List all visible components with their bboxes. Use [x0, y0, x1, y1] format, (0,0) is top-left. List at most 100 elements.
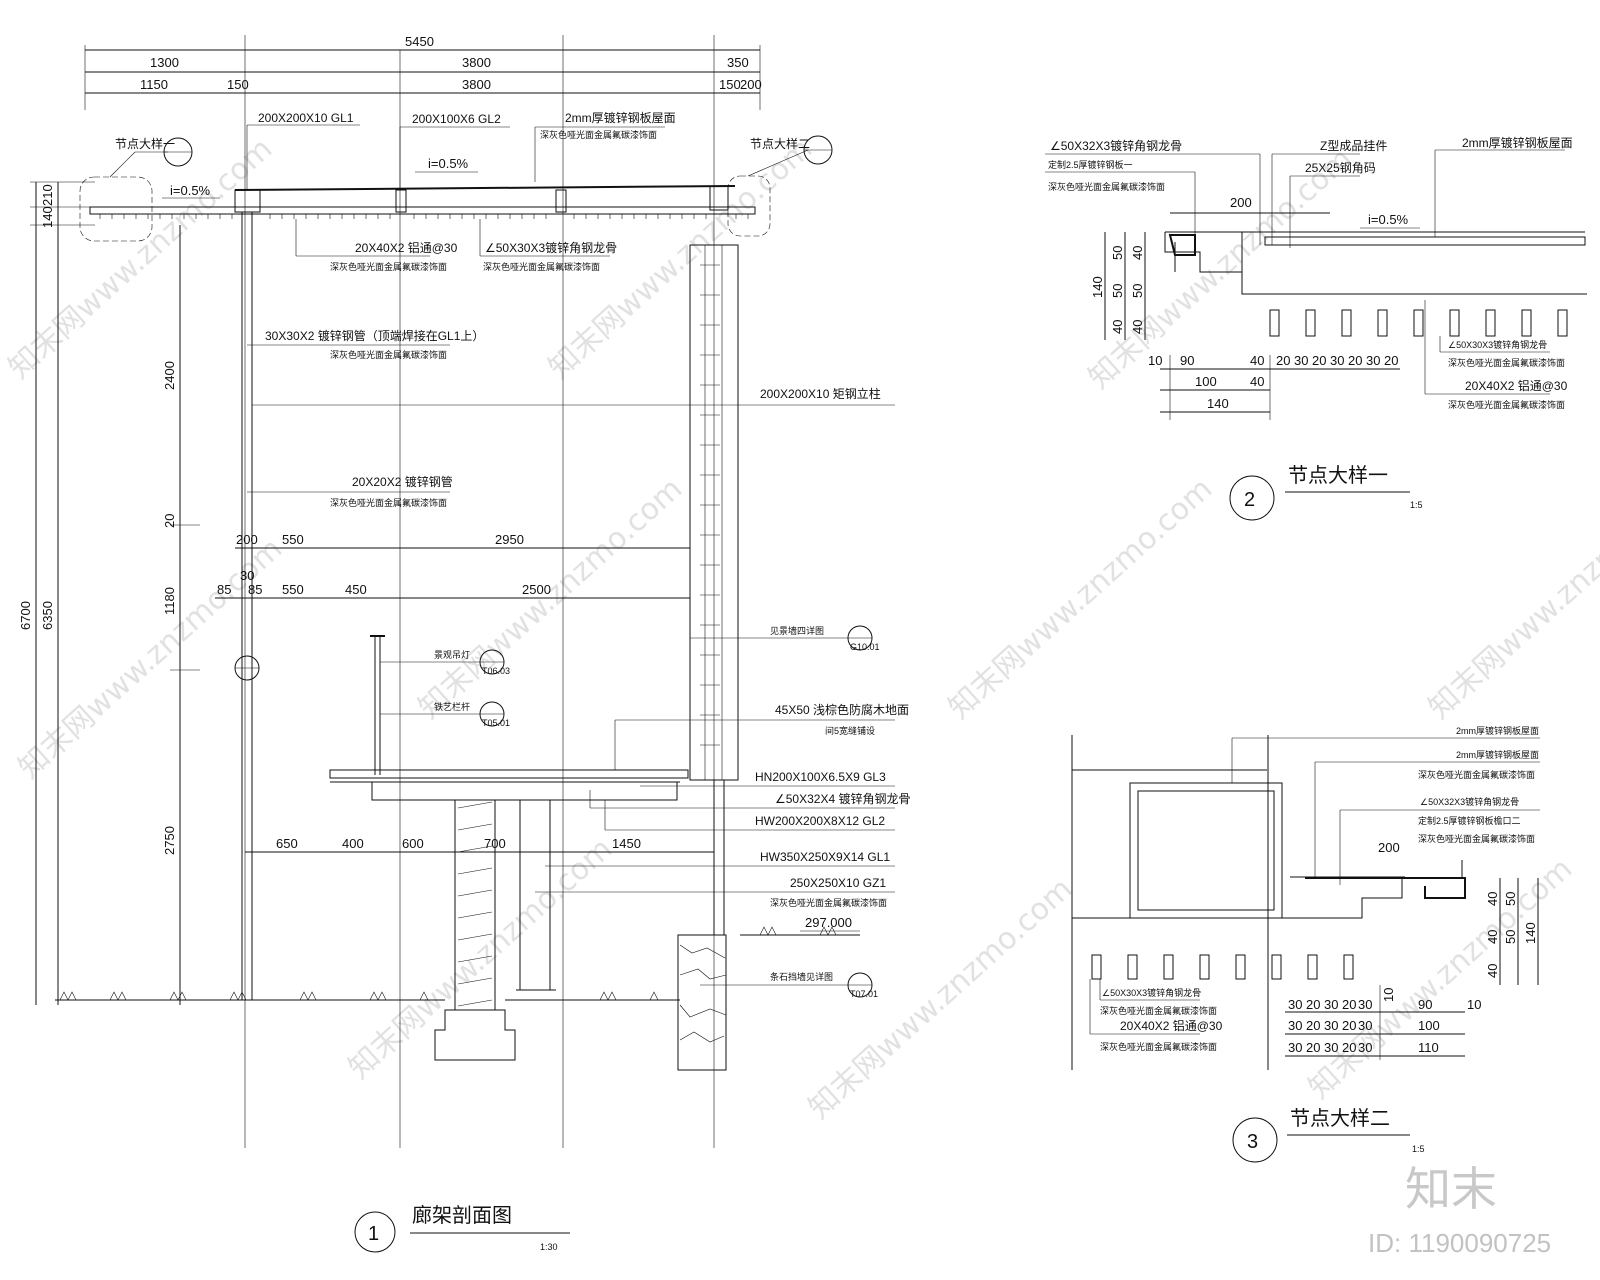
d3-note-angle-b: ∠50X30X3镀锌角钢龙骨 [1102, 987, 1201, 998]
d2-dim-b-10: 10 [1148, 353, 1162, 368]
note-wood: 45X50 浅棕色防腐木地面 [775, 702, 909, 717]
d3-note-finish-c: 深灰色哑光面金属氟碳漆饰面 [1100, 1041, 1217, 1052]
note-wall-ref: 见景墙四详图 [770, 625, 824, 636]
d3-b1-3: 20 [1342, 997, 1356, 1012]
d2-dim-left-5: 40 [1130, 320, 1145, 334]
d3-dim-200: 200 [1378, 840, 1400, 855]
note-roof-sub: 深灰色哑光面金属氟碳漆饰面 [540, 129, 657, 140]
watermark: 知末网www.znzmo.com [342, 831, 619, 1086]
dim-left-210: 210 [40, 184, 55, 206]
d3-b3-4: 30 [1358, 1040, 1372, 1055]
roof-structure: 节点大样一 节点大样二 i=0.5% i=0.5% [79, 135, 833, 242]
d3-b1-2: 30 [1324, 997, 1338, 1012]
d3-dim-r-1: 50 [1503, 892, 1518, 906]
detail-3-title: 节点大样二 [1290, 1107, 1390, 1130]
d2-note-finish-b2: 深灰色哑光面金属氟碳漆饰面 [1448, 399, 1565, 410]
note-stone-code: T07.01 [850, 989, 878, 999]
d3-b1-7: 10 [1467, 997, 1481, 1012]
dim-left-1180: 1180 [162, 587, 177, 615]
d3-b2-5: 100 [1418, 1018, 1440, 1033]
d2-dim-b-20c: 20 [1348, 353, 1362, 368]
note-lamp-code: T06.03 [482, 666, 510, 676]
note-purlin: 20X40X2 铝通@30 [355, 240, 458, 255]
d2-dim-left-1: 40 [1130, 246, 1145, 260]
note-roof: 2mm厚镀锌钢板屋面 [565, 111, 676, 125]
d2-note-finish-b1: 深灰色哑光面金属氟碳漆饰面 [1448, 357, 1565, 368]
dim-inner-550b: 550 [282, 582, 304, 597]
d3-b1-1: 20 [1306, 997, 1320, 1012]
d3-dim-r-0: 40 [1485, 892, 1500, 906]
dim-inner-600: 600 [402, 836, 424, 851]
d2-dim-200: 200 [1230, 195, 1252, 210]
watermark: 知末网www.znzmo.com [2, 131, 279, 386]
dim-top-1150: 1150 [140, 77, 168, 92]
note-column: 200X200X10 矩钢立柱 [760, 386, 881, 401]
note-lamp: 景观吊灯 [434, 650, 470, 660]
dim-inner-200: 200 [236, 532, 258, 547]
d3-note-flash: 定制2.5厚镀锌钢板檐口二 [1418, 815, 1521, 826]
note-angle2: ∠50X32X4 镀锌角钢龙骨 [775, 792, 910, 806]
d2-dim-left-4: 40 [1110, 320, 1125, 334]
d2-dim-left-6: 140 [1090, 276, 1105, 298]
dim-inner-30: 30 [240, 568, 254, 583]
d3-note-finish-b: 深灰色哑光面金属氟碳漆饰面 [1100, 1005, 1217, 1016]
dim-inner-85a: 85 [217, 582, 231, 597]
d3-dim-r-2: 40 [1485, 930, 1500, 944]
note-rail-code: T05.01 [482, 718, 510, 728]
d2-dim-b-30b: 30 [1330, 353, 1344, 368]
d3-b2-0: 30 [1288, 1018, 1302, 1033]
dim-top-350: 350 [727, 55, 749, 70]
d3-b1-6: 90 [1418, 997, 1432, 1012]
d2-dim-b-30c: 30 [1366, 353, 1380, 368]
d3-dim-r-4: 40 [1485, 964, 1500, 978]
d3-b3-3: 20 [1342, 1040, 1356, 1055]
note-hw-gl2: HW200X200X8X12 GL2 [755, 814, 885, 828]
section-1-callouts: 200X200X10 GL1 200X100X6 GL2 2mm厚镀锌钢板屋面 … [246, 111, 910, 999]
stone-wall [677, 244, 739, 1071]
section-1-frame: 5450 1300 3800 350 1150 150 3800 150 200… [18, 34, 762, 1148]
d3-b3-2: 30 [1324, 1040, 1338, 1055]
brand-block: 知末 ID: 1190090725 [1368, 1162, 1551, 1258]
section-1-title: 廊架剖面图 [412, 1204, 512, 1227]
watermark: 知末网www.znzmo.com [802, 871, 1079, 1126]
detail-2: 50 40 50 50 40 40 140 10 90 40 20 30 20 … [1045, 136, 1587, 521]
d2-note-angle-b: ∠50X30X3镀锌角钢龙骨 [1448, 339, 1547, 350]
d2-note-sq: 25X25钢角码 [1305, 161, 1376, 175]
note-tube20: 20X20X2 镀锌钢管 [352, 474, 453, 489]
dim-left-2400: 2400 [162, 361, 177, 390]
dim-left-20: 20 [162, 514, 177, 528]
d3-note-finish: 深灰色哑光面金属氟碳漆饰面 [1418, 769, 1535, 780]
detail-3: 40 50 40 50 40 140 200 30 20 30 20 30 10… [1071, 725, 1540, 1163]
note-tube30: 30X30X2 镀锌钢管（顶端焊接在GL1上） [265, 328, 484, 343]
d2-slope: i=0.5% [1368, 212, 1409, 227]
note-elev: 297.000 [805, 915, 852, 930]
d2-dim-b-90: 90 [1180, 353, 1194, 368]
d2-note-purlin: 20X40X2 铝通@30 [1465, 378, 1568, 393]
d3-b3-0: 30 [1288, 1040, 1302, 1055]
d3-b1-5: 10 [1381, 988, 1396, 1002]
d2-dim-b3-140: 140 [1207, 396, 1229, 411]
note-gl2: 200X100X6 GL2 [412, 112, 501, 126]
dim-top-3800b: 3800 [462, 77, 491, 92]
d3-note-angle: ∠50X32X3镀锌角钢龙骨 [1420, 796, 1519, 807]
dim-inner-400: 400 [342, 836, 364, 851]
watermark: 知末网www.znzmo.com [1422, 471, 1600, 726]
dim-left-6350: 6350 [40, 601, 55, 630]
detail-2-scale: 1:5 [1410, 500, 1423, 510]
d2-dim-b2-100: 100 [1195, 374, 1217, 389]
d3-b3-5: 110 [1418, 1040, 1439, 1055]
d2-dim-left-3: 50 [1130, 284, 1145, 298]
d2-dim-left-0: 50 [1110, 246, 1125, 260]
section-1-number: 1 [368, 1223, 379, 1245]
d2-dim-b-20d: 20 [1384, 353, 1398, 368]
note-rail: 铁艺栏杆 [434, 701, 470, 712]
d3-dim-r-3: 50 [1503, 930, 1518, 944]
dim-inner-650: 650 [276, 836, 298, 851]
d3-b2-1: 20 [1306, 1018, 1320, 1033]
d2-dim-b-20a: 20 [1276, 353, 1290, 368]
section-1-title-block: 1 廊架剖面图 1:30 [354, 1204, 570, 1253]
detail-3-number: 3 [1247, 1131, 1258, 1153]
d2-dim-b2-40: 40 [1250, 374, 1264, 389]
d2-dim-b-40: 40 [1250, 353, 1264, 368]
watermark: 知末网www.znzmo.com [542, 131, 819, 386]
